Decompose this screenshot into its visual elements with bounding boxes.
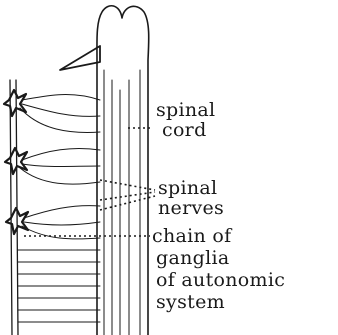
label-spinal: spinal <box>156 99 215 121</box>
nerve-fibres <box>18 95 100 322</box>
label-nerves: nerves <box>158 197 224 219</box>
label-ganglia: ganglia <box>156 247 229 269</box>
label-cord: cord <box>162 119 207 141</box>
label-chain-of: chain of <box>152 225 233 247</box>
label-of-autonomic: of autonomic <box>156 269 285 291</box>
ganglion-node <box>4 90 26 116</box>
label-spinal-2: spinal <box>158 177 217 199</box>
leader-lines <box>24 128 155 236</box>
label-system: system <box>156 291 225 313</box>
ganglia-chain <box>4 80 28 335</box>
